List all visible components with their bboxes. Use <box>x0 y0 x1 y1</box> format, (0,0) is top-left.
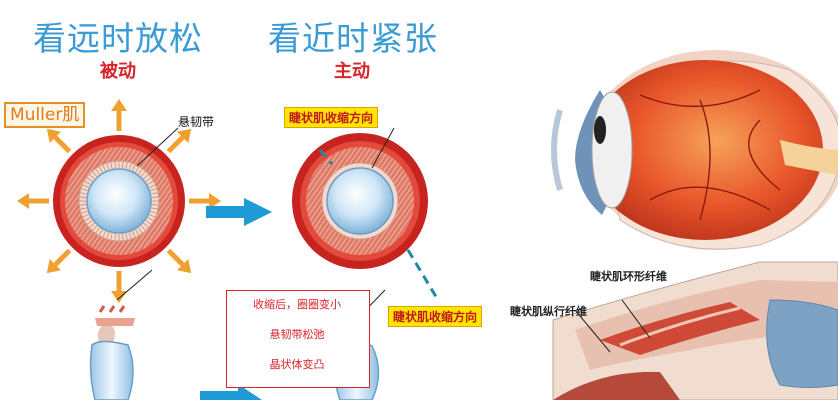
outward-arrow-shaft <box>166 135 185 154</box>
outward-arrow-head <box>111 99 127 111</box>
process-step-2: 悬韧带松弛 <box>269 328 325 341</box>
relaxed-subtitle: 被动 <box>100 61 136 82</box>
zonule-pointer-line <box>136 127 179 167</box>
outward-arrow-shaft <box>53 248 72 267</box>
outward-arrow-head <box>111 291 127 303</box>
process-step-1: 收缩后，圈圈变小 <box>253 298 341 311</box>
outward-arrow-shaft <box>166 248 185 267</box>
relaxed-title: 看远时放松 <box>33 19 203 58</box>
muller-muscle-label: Muller肌 <box>4 102 86 128</box>
outward-arrow-head <box>46 258 62 274</box>
zonule-label: 悬韧带 <box>178 115 215 129</box>
process-step-3: 晶状体变凸 <box>269 358 325 371</box>
outward-arrow-head <box>176 128 192 144</box>
outward-arrow-head <box>209 193 221 209</box>
transition-arrow <box>206 198 272 226</box>
relaxed-lens <box>86 168 152 234</box>
outward-arrow-head <box>17 193 29 209</box>
contraction-direction-dashes <box>318 149 440 301</box>
outward-arrow-head <box>46 128 62 144</box>
outward-arrows <box>17 99 221 303</box>
zonule-fibers <box>79 161 159 241</box>
ciliary-body-detail <box>552 261 838 400</box>
longitudinal-fiber-label: 睫状肌纵行纤维 <box>510 305 587 318</box>
outward-arrow-head <box>176 258 192 274</box>
circular-fiber-label: 睫状肌环形纤维 <box>590 270 667 283</box>
transition-arrow-lower <box>200 384 262 400</box>
eyeball-cross-section <box>551 50 838 250</box>
contracted-lens <box>326 167 394 235</box>
process-box <box>226 290 370 388</box>
ciliary-direction-label-bottom: 睫状肌收缩方向 <box>388 306 483 327</box>
contracted-title: 看近时紧张 <box>268 19 438 58</box>
ciliary-pointer-line <box>371 127 395 169</box>
ciliary-direction-label-top: 睫状肌收缩方向 <box>284 107 379 128</box>
relaxed-lens-side-view <box>89 269 153 400</box>
outward-arrow-shaft <box>53 135 72 154</box>
contracted-subtitle: 主动 <box>334 61 370 82</box>
